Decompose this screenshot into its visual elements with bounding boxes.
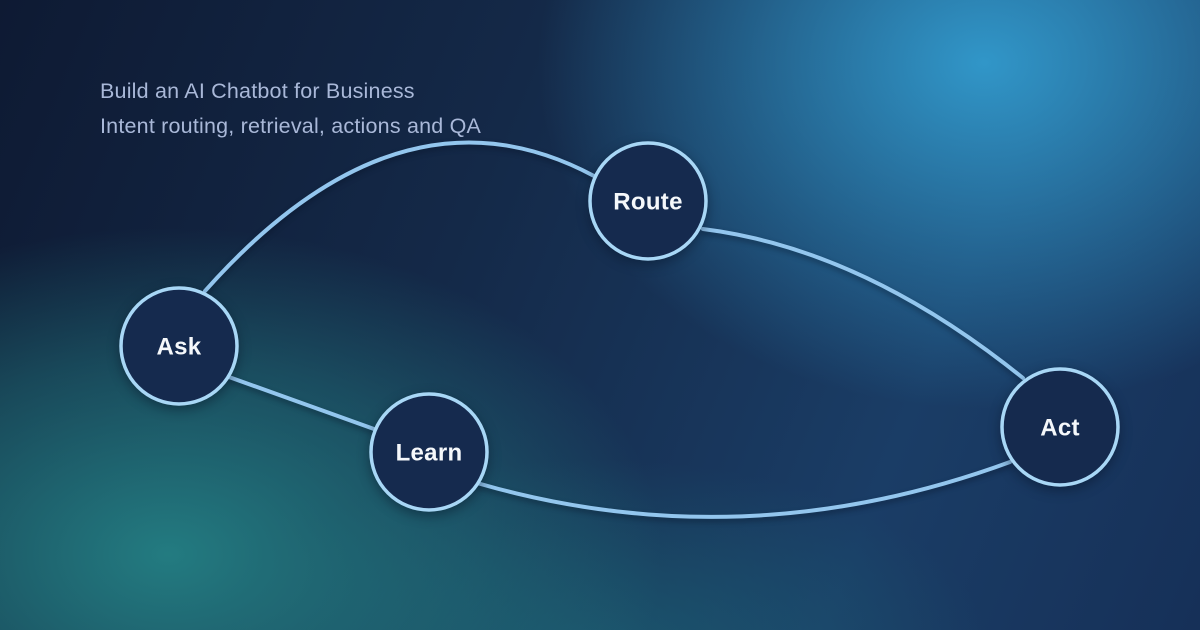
edge-ask-learn	[227, 375, 376, 431]
card-title: Build an AI Chatbot for Business	[100, 79, 415, 103]
node-route-label: Route	[613, 189, 683, 216]
node-act-circle	[1000, 367, 1120, 487]
node-learn: Learn	[369, 392, 489, 512]
node-act: Act	[1000, 367, 1120, 487]
node-ask-label: Ask	[157, 334, 202, 361]
node-route-circle	[588, 141, 708, 261]
node-act-label: Act	[1040, 415, 1080, 442]
edge-ask-route	[203, 140, 596, 293]
node-route: Route	[588, 141, 708, 261]
node-learn-label: Learn	[396, 440, 463, 467]
node-ask-circle	[119, 286, 239, 406]
node-ask: Ask	[119, 286, 239, 406]
card-header: Build an AI Chatbot for Business Intent …	[100, 74, 481, 144]
edge-route-act	[701, 227, 1025, 380]
edge-learn-act	[475, 460, 1012, 519]
card-subtitle: Intent routing, retrieval, actions and Q…	[100, 114, 482, 138]
node-learn-circle	[369, 392, 489, 512]
